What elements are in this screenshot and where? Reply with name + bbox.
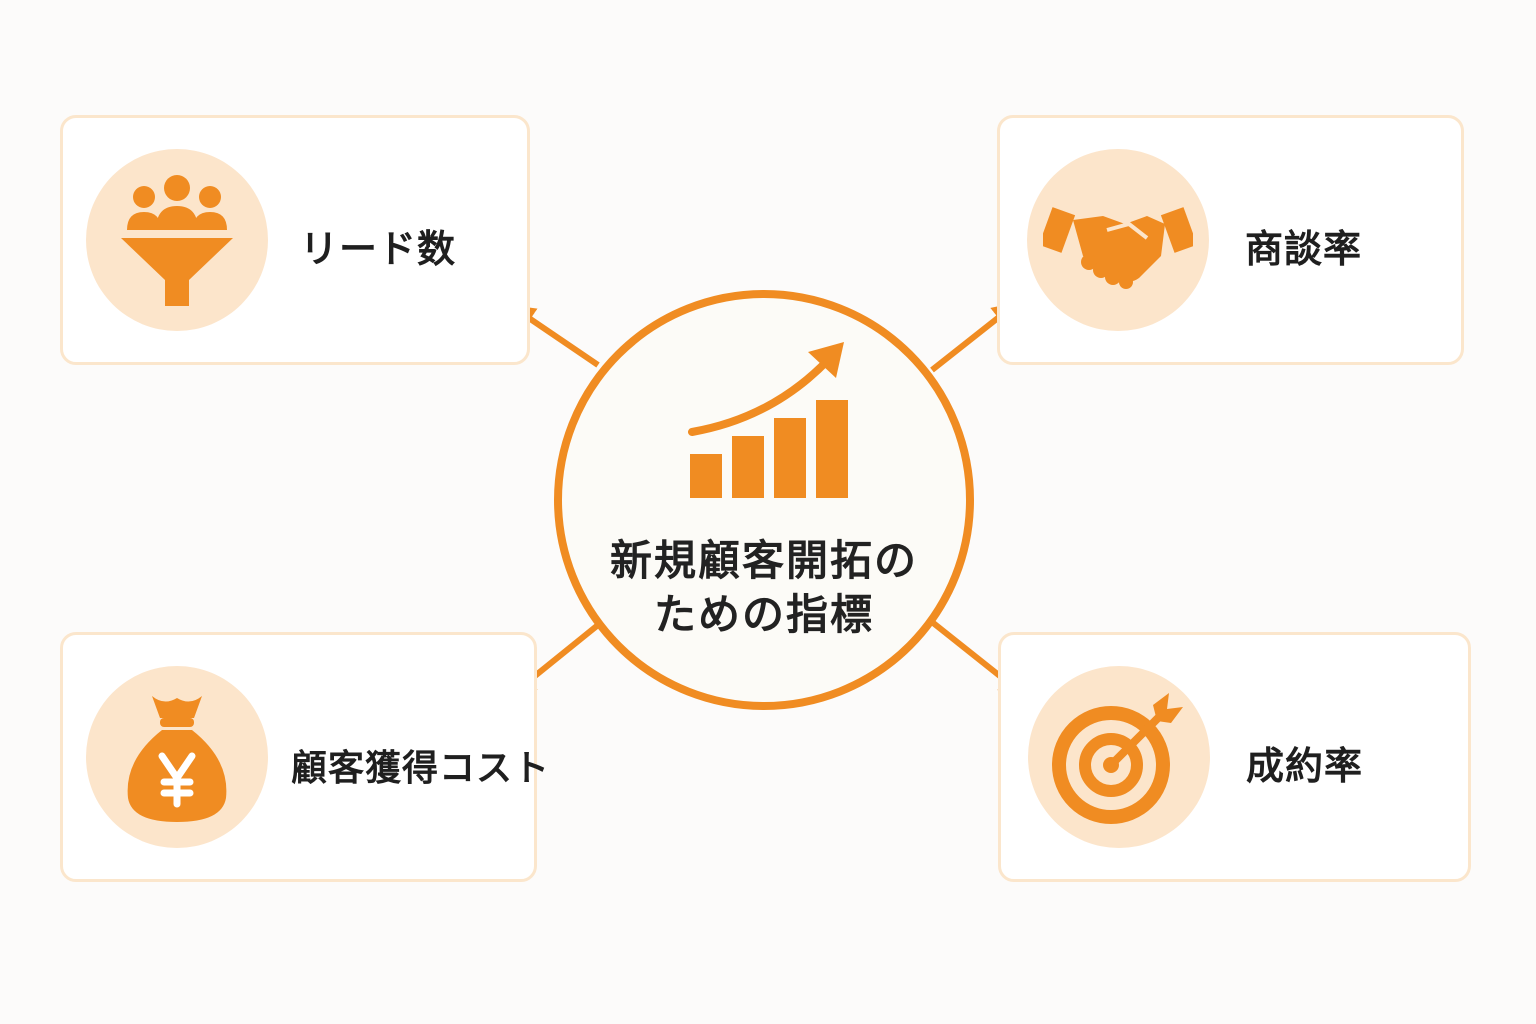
icon-circle bbox=[1028, 666, 1210, 848]
icon-circle bbox=[86, 666, 268, 848]
center-hub: 新規顧客開拓の ための指標 bbox=[554, 290, 974, 710]
arrow-to-leads bbox=[509, 304, 600, 368]
icon-circle bbox=[86, 149, 268, 331]
arrow-to-deals bbox=[930, 302, 1018, 373]
icon-circle bbox=[1027, 149, 1209, 331]
center-title: 新規顧客開拓の ための指標 bbox=[562, 534, 966, 642]
metric-card-acquisition-cost: 顧客獲得コスト bbox=[60, 632, 549, 882]
handshake-icon bbox=[1043, 207, 1193, 289]
target-arrow-icon bbox=[1052, 693, 1183, 824]
metric-card-leads: リード数 bbox=[60, 115, 530, 365]
metric-label: 商談率 bbox=[1245, 227, 1363, 271]
yen-money-bag-icon bbox=[127, 695, 227, 822]
metric-card-close-rate: 成約率 bbox=[998, 632, 1471, 882]
metric-label: リード数 bbox=[300, 227, 457, 271]
metric-label: 成約率 bbox=[1246, 744, 1364, 788]
people-funnel-icon bbox=[121, 175, 233, 306]
center-title-line2: ための指標 bbox=[653, 590, 874, 639]
center-title-line1: 新規顧客開拓の bbox=[609, 536, 918, 585]
metric-label: 顧客獲得コスト bbox=[291, 748, 551, 789]
growth-bar-chart-icon bbox=[688, 342, 848, 498]
metric-card-meeting-rate: 商談率 bbox=[997, 115, 1464, 365]
